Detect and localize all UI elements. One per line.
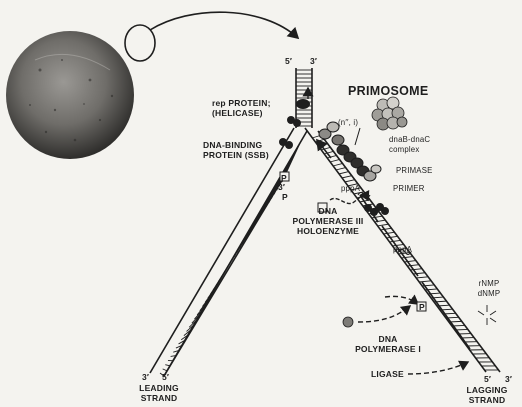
base-pair-rung <box>377 224 389 226</box>
base-pair-rung <box>383 232 395 234</box>
lagging-strand-label: LAGGING STRAND <box>456 385 518 405</box>
leading-strand-label: LEADING STRAND <box>131 383 187 403</box>
dnab-line-2: complex <box>389 145 430 155</box>
base-pair-rung <box>333 163 343 166</box>
base-pair-rung <box>410 269 422 270</box>
base-pair-rung <box>261 182 277 215</box>
pol1-enzyme <box>343 317 353 327</box>
pppa-upper-label: pppA <box>341 184 360 194</box>
base-pair-rung <box>407 265 419 266</box>
base-pair-rung <box>380 228 392 230</box>
pol3-label: DNA POLYMERASE III HOLOENZYME <box>279 206 377 236</box>
nmp-release-spark <box>478 305 496 325</box>
primase-label: PRIMASE <box>396 166 433 176</box>
base-pair-rung <box>345 180 356 182</box>
base-pair-rung <box>401 257 413 258</box>
base-pair-rung <box>342 176 353 178</box>
primosome-direction-arrow <box>317 140 331 158</box>
lagging-3prime-label: 3′ <box>505 374 512 384</box>
base-pair-rung <box>389 240 401 242</box>
ssb-line-1: DNA-BINDING <box>203 140 269 150</box>
dnab-dnac-complex <box>372 97 407 130</box>
leading-line-1: LEADING <box>131 383 187 393</box>
base-pair-rung <box>386 236 398 238</box>
n-factors-label: (n′′, i) <box>338 118 358 128</box>
fragment-3prime-label: 3′ <box>278 182 285 192</box>
ligase-label: LIGASE <box>371 369 404 379</box>
base-pair-rung <box>419 281 431 282</box>
pol1-arrows <box>358 296 418 322</box>
pol1-label: DNA POLYMERASE I <box>342 334 434 354</box>
ligase-arrow <box>408 362 468 374</box>
n-factor-pointer <box>355 128 360 145</box>
pol3-line-1: DNA <box>279 206 377 216</box>
ssb-label: DNA-BINDING PROTEIN (SSB) <box>203 140 269 160</box>
dnmp-line: dNMP <box>474 289 504 299</box>
cell-micrograph <box>6 31 134 159</box>
rep-protein-line-1: rep PROTEIN; <box>212 98 271 108</box>
base-pair-rung <box>336 167 347 170</box>
dnab-line-1: dnaB-dnaC <box>389 135 430 145</box>
base-pair-rung <box>165 365 170 366</box>
pol1-line-1: DNA <box>342 334 434 344</box>
phosphate-symbol-3: P <box>419 302 425 312</box>
pol3-line-3: HOLOENZYME <box>279 226 377 236</box>
leading-strand-arm <box>150 128 307 376</box>
lagging-5prime-label: 5′ <box>484 374 491 384</box>
lagging-line-1: LAGGING <box>456 385 518 395</box>
base-pair-rung <box>451 325 464 326</box>
rep-helicase <box>296 88 310 109</box>
origin-arrow <box>125 12 298 61</box>
dnab-label: dnaB-dnaC complex <box>389 135 430 155</box>
rep-protein-label: rep PROTEIN; (HELICASE) <box>212 98 271 118</box>
base-pair-rung <box>339 171 350 174</box>
pol1-line-2: POLYMERASE I <box>342 344 434 354</box>
leading-line-2: STRAND <box>131 393 187 403</box>
base-pair-rung <box>413 273 425 274</box>
base-pair-rung <box>454 329 467 330</box>
parental-duplex <box>296 68 312 128</box>
leading-3prime-label: 3′ <box>142 372 149 382</box>
primosome-label: PRIMOSOME <box>348 86 428 96</box>
pol3-line-2: POLYMERASE III <box>279 216 377 226</box>
base-pair-rung <box>416 277 428 278</box>
top-3prime-label: 3′ <box>310 56 317 66</box>
base-pair-rung <box>404 261 416 262</box>
rnmp-line: rNMP <box>474 279 504 289</box>
ssb-line-2: PROTEIN (SSB) <box>203 150 269 160</box>
base-pair-rung <box>163 369 167 371</box>
lagging-line-2: STRAND <box>456 395 518 405</box>
base-pair-rung <box>330 159 340 162</box>
top-5prime-label: 5′ <box>285 56 292 66</box>
phosphate-symbol-1: P <box>282 192 288 202</box>
nmp-label: rNMP dNMP <box>474 279 504 299</box>
primer-label: PRIMER <box>393 184 425 194</box>
base-pair-rung <box>448 321 461 322</box>
rep-protein-line-2: (HELICASE) <box>212 108 271 118</box>
leading-5prime-label: 5′ <box>162 372 169 382</box>
pppa-lower-label: pppA <box>393 245 412 255</box>
